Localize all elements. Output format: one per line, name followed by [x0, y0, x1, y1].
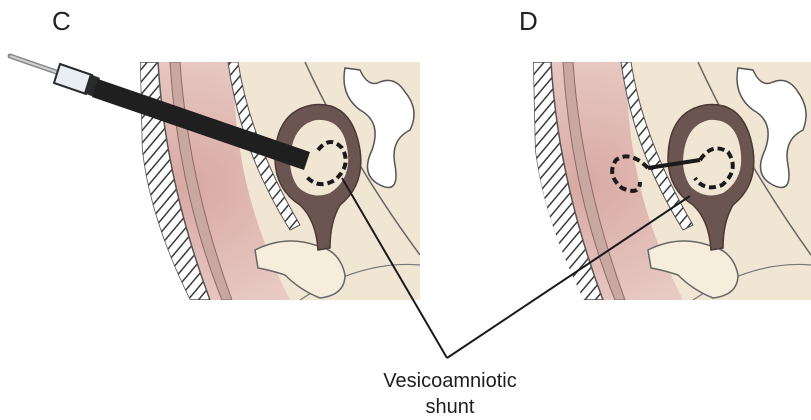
fetal-spine: [227, 62, 301, 231]
caption: Vesicoamniotic shunt: [300, 368, 600, 420]
fetal-leg: [647, 240, 739, 299]
panel-d: [533, 62, 811, 300]
pigtail-shunt-inner: [693, 146, 735, 190]
pigtail-shunt-outer: [610, 154, 650, 193]
needle-hub: [52, 62, 94, 96]
fetal-bladder-lumen: [290, 119, 349, 196]
pigtail-shunt-catheter: [304, 140, 348, 187]
fetal-leg: [254, 240, 346, 299]
fetal-intestines: [736, 67, 807, 189]
caption-line-1: Vesicoamniotic: [383, 370, 517, 392]
uterine-wall: [562, 62, 626, 300]
panel-label-d: D: [519, 6, 538, 36]
needle-trocar: [92, 79, 310, 170]
panel-label-c: C: [52, 6, 71, 36]
leader-line-d: [446, 195, 691, 359]
fetal-intestines: [343, 67, 415, 189]
panel-c: [7, 53, 420, 300]
fetal-spine: [620, 62, 694, 231]
fetal-bladder-lumen: [683, 119, 742, 196]
leader-line-c: [341, 177, 448, 359]
caption-line-2: shunt: [425, 396, 475, 418]
shunt-shaft: [647, 158, 701, 170]
